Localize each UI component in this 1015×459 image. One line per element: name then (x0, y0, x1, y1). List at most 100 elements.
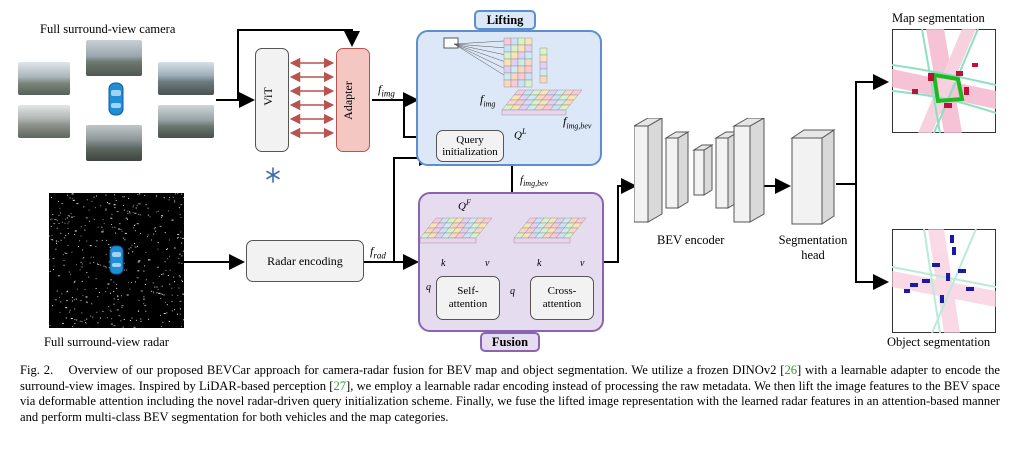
camera-image-front (86, 40, 142, 76)
radar-point (157, 288, 159, 290)
lifting-f-img-label: fimg (480, 92, 496, 109)
radar-image (49, 193, 184, 328)
radar-point (180, 237, 182, 239)
grid-edge (501, 109, 567, 116)
radar-ego-car-icon (109, 245, 124, 275)
radar-point (85, 322, 86, 324)
radar-point (167, 275, 169, 276)
radar-point (70, 273, 71, 275)
radar-point (82, 294, 84, 296)
radar-point (120, 320, 122, 322)
radar-point (168, 321, 170, 322)
radar-point (121, 306, 123, 308)
radar-point (147, 214, 149, 216)
radar-point (166, 304, 168, 306)
voxel-cell (517, 51, 526, 60)
voxel-cell (503, 72, 512, 81)
radar-point (136, 205, 138, 207)
caption-ref-27[interactable]: 27 (333, 378, 347, 393)
radar-point (57, 241, 59, 242)
self-attention-block: Self- attention (436, 276, 500, 320)
radar-point (178, 207, 180, 209)
radar-point (151, 290, 153, 292)
radar-point (134, 230, 136, 232)
radar-point (177, 236, 179, 238)
radar-point (181, 242, 183, 244)
radar-point (88, 209, 90, 211)
radar-point (70, 213, 72, 215)
radar-point (129, 212, 131, 214)
radar-point (58, 214, 60, 216)
radar-point (175, 193, 177, 195)
radar-point (174, 201, 176, 203)
radar-point (56, 242, 57, 244)
radar-point (138, 193, 140, 195)
self-attn-k-label: k (441, 258, 446, 269)
radar-point (157, 242, 159, 244)
radar-point (67, 223, 69, 225)
radar-point (76, 288, 78, 290)
radar-point (128, 248, 130, 250)
radar-point (130, 247, 132, 249)
radar-point (154, 286, 156, 288)
radar-point (178, 257, 180, 259)
radar-point (108, 261, 110, 263)
radar-point (71, 193, 74, 195)
radar-point (85, 217, 88, 219)
radar-point (109, 292, 111, 294)
radar-point (165, 301, 167, 303)
radar-point (172, 196, 174, 198)
radar-point (127, 210, 129, 212)
radar-point (179, 313, 181, 315)
radar-point (177, 313, 178, 315)
radar-input-title: Full surround-view radar (44, 335, 169, 349)
radar-point (110, 310, 112, 312)
radar-point (146, 236, 148, 238)
radar-point (110, 323, 113, 325)
radar-point (165, 269, 167, 271)
radar-point (74, 280, 76, 282)
radar-point (72, 326, 73, 328)
radar-point (108, 267, 110, 269)
voxel-cell (524, 79, 533, 88)
query-grid-right (513, 217, 587, 244)
voxel-cell (503, 58, 512, 67)
radar-point (133, 204, 135, 206)
caption-fig-label: Fig. 2. (20, 363, 54, 377)
radar-point (166, 312, 168, 314)
radar-point (60, 232, 62, 234)
object-segmentation-image (892, 229, 996, 333)
radar-point (78, 246, 79, 248)
radar-point (53, 223, 56, 225)
radar-point (128, 282, 130, 284)
radar-point (72, 300, 73, 302)
radar-point (143, 298, 145, 300)
radar-point (111, 226, 113, 228)
voxel-cell (503, 51, 512, 60)
radar-point (126, 218, 128, 220)
radar-point (116, 283, 118, 285)
radar-point (180, 217, 182, 218)
radar-point (122, 237, 124, 239)
radar-point (140, 290, 143, 292)
query-init-line1: Query (456, 134, 484, 146)
radar-point (84, 319, 86, 321)
radar-point (54, 219, 57, 220)
voxel-cell (503, 65, 512, 74)
radar-point (140, 318, 142, 320)
radar-point (81, 266, 83, 268)
radar-point (180, 231, 182, 233)
radar-point (71, 216, 73, 218)
radar-point (136, 223, 139, 225)
radar-point (106, 287, 108, 289)
radar-point (136, 277, 139, 279)
radar-point (74, 323, 76, 325)
radar-point (132, 251, 134, 253)
caption-ref-26[interactable]: 26 (784, 363, 798, 377)
radar-point (66, 291, 69, 293)
radar-point (105, 209, 107, 211)
radar-point (98, 264, 100, 266)
radar-point (64, 237, 66, 239)
radar-point (67, 244, 69, 246)
radar-point (182, 293, 184, 295)
